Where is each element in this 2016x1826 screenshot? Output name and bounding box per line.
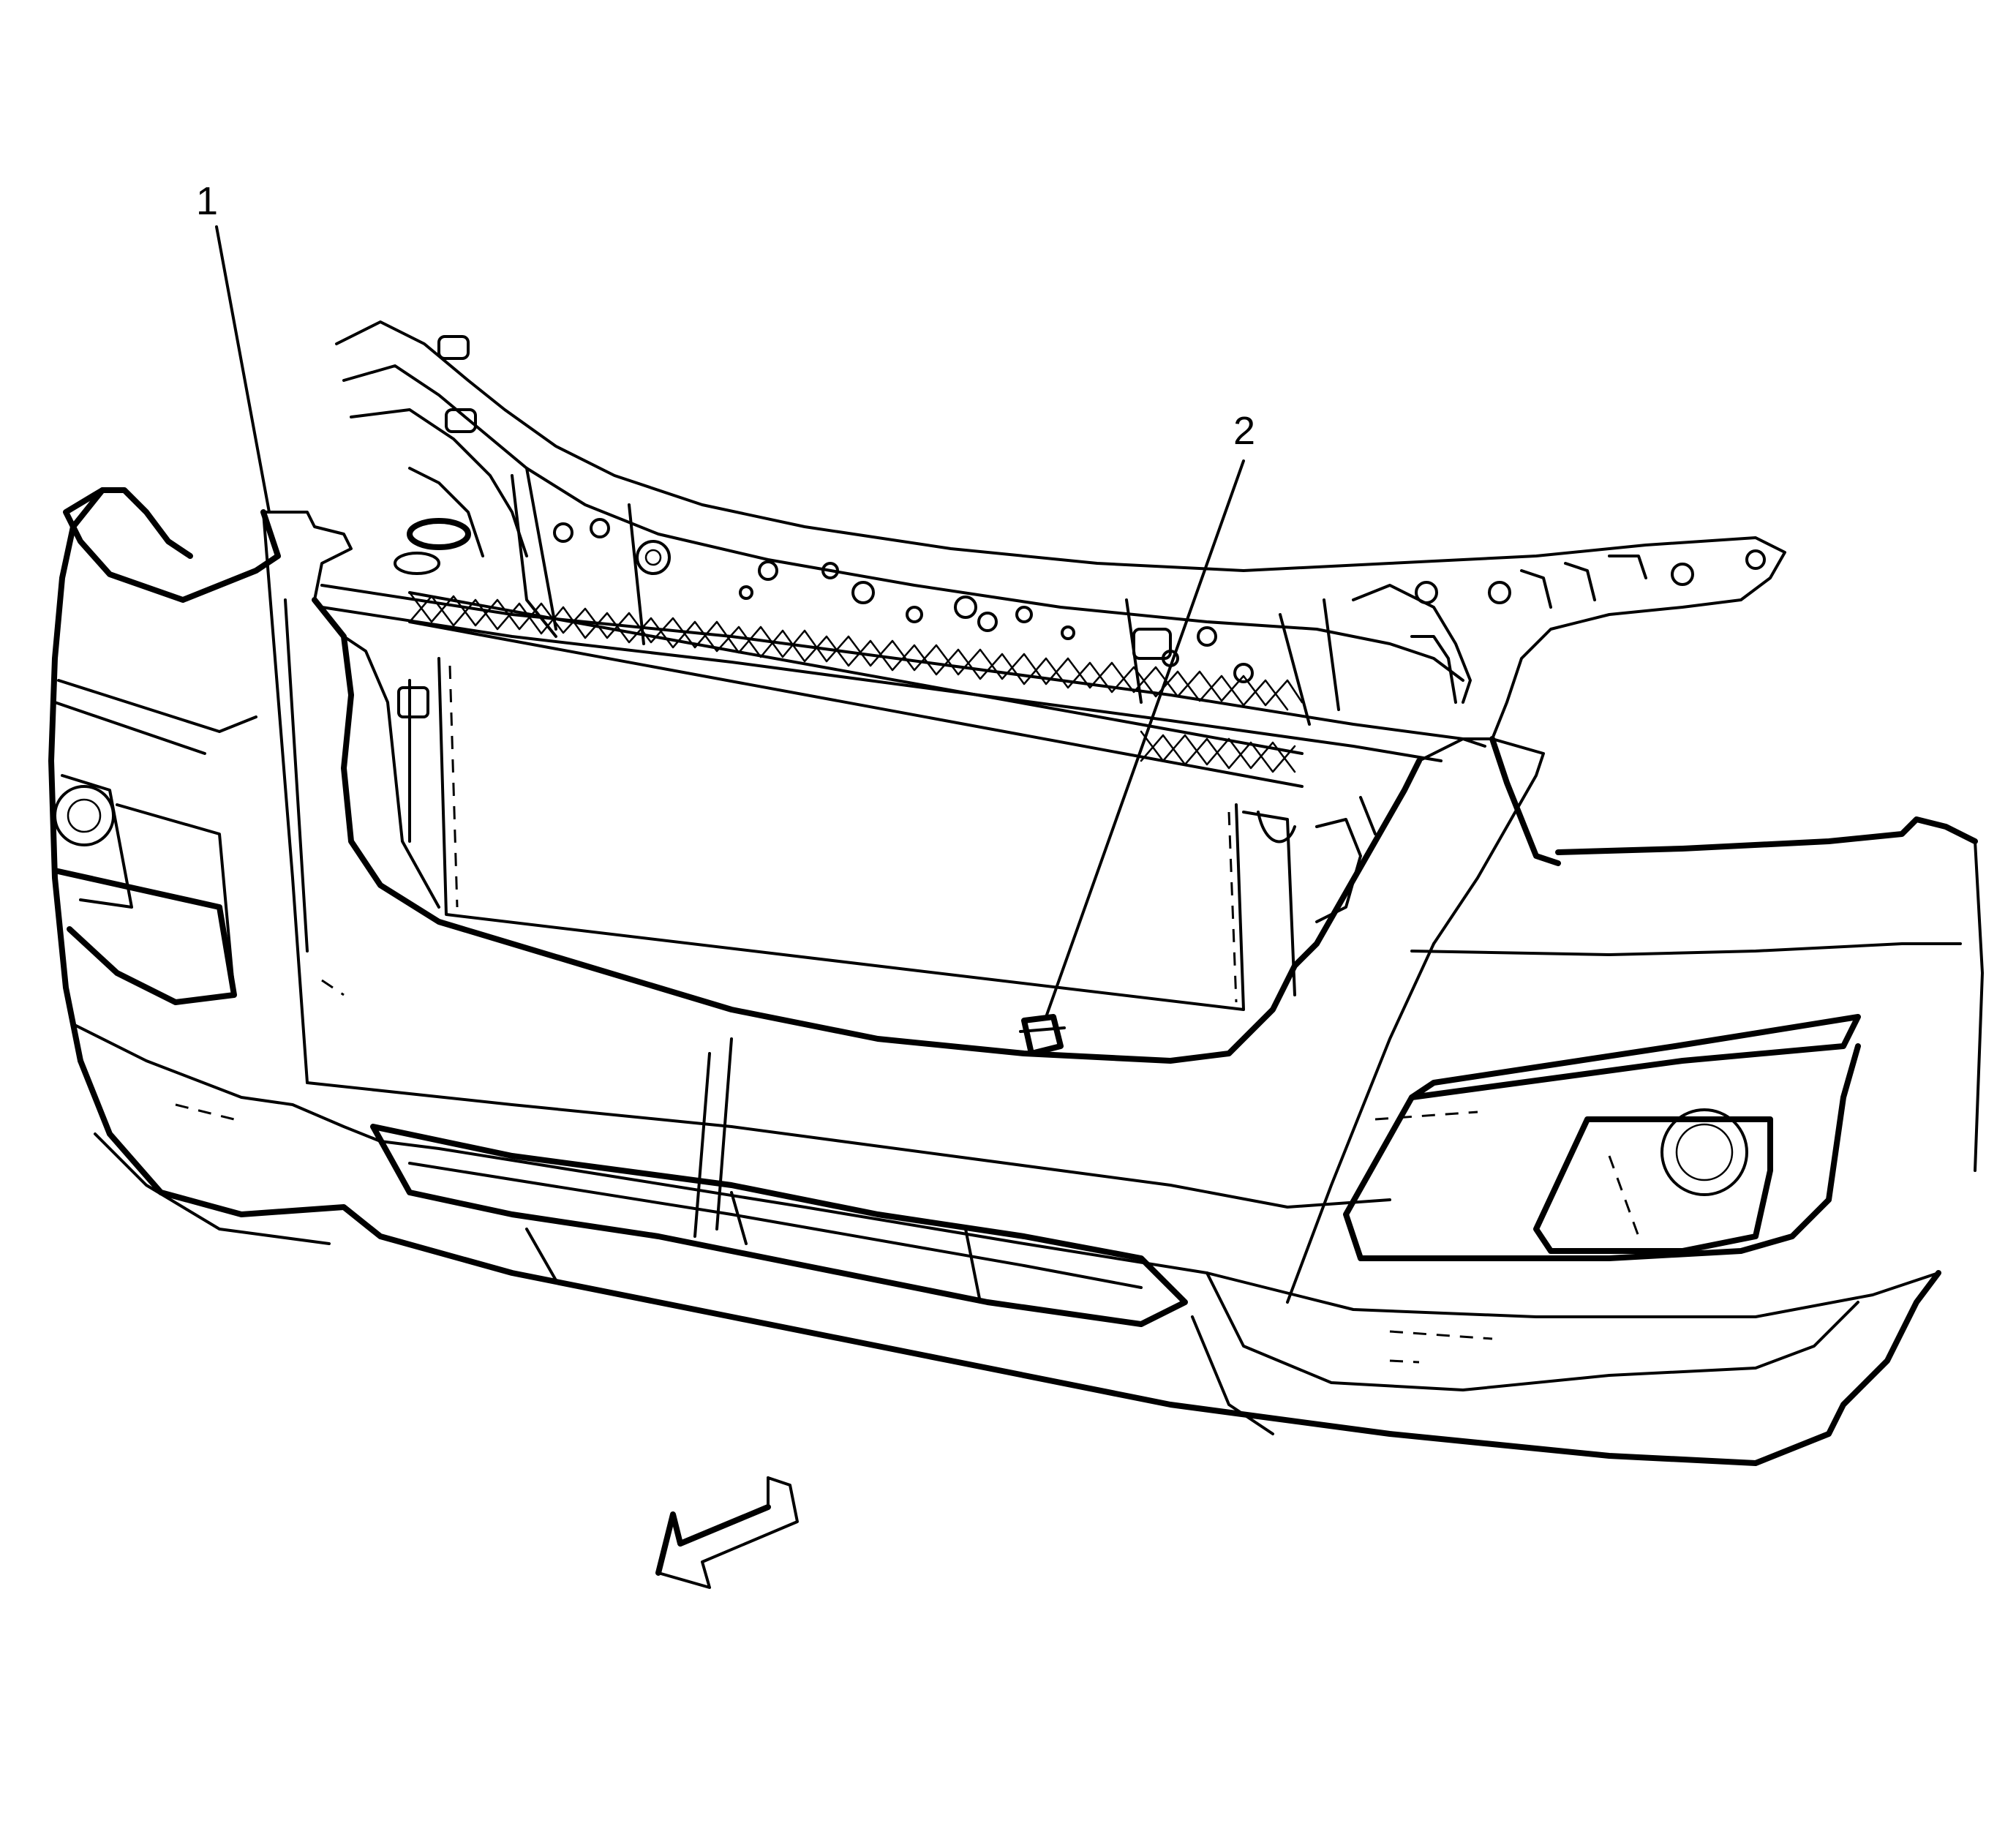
vehicle-front-direction-arrow-icon — [655, 1476, 799, 1589]
leader-line-2 — [1045, 459, 1245, 1018]
radiator-condenser — [397, 657, 1377, 1011]
front-bumper-fascia — [48, 487, 1984, 1466]
radiator-support — [320, 320, 1786, 762]
callout-label-2: 2 — [1233, 409, 1256, 453]
upper-grille-mesh — [408, 591, 1304, 788]
leader-line-1 — [215, 225, 271, 514]
callout-label-1: 1 — [196, 179, 219, 223]
fascia-retainer-clip — [1019, 1014, 1066, 1056]
callout-leaders — [215, 225, 1245, 1018]
